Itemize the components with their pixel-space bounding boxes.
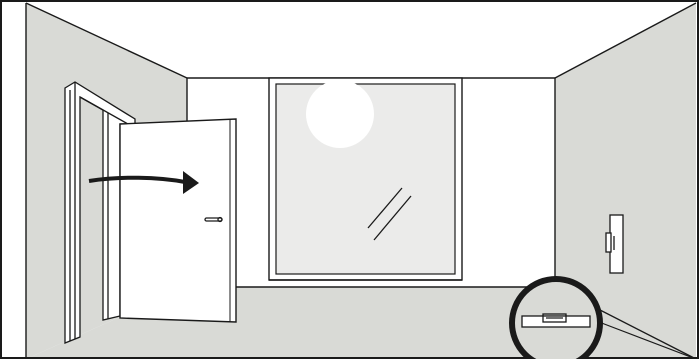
sun xyxy=(306,80,374,148)
floor-spirit-level xyxy=(522,314,590,327)
window xyxy=(269,78,462,280)
